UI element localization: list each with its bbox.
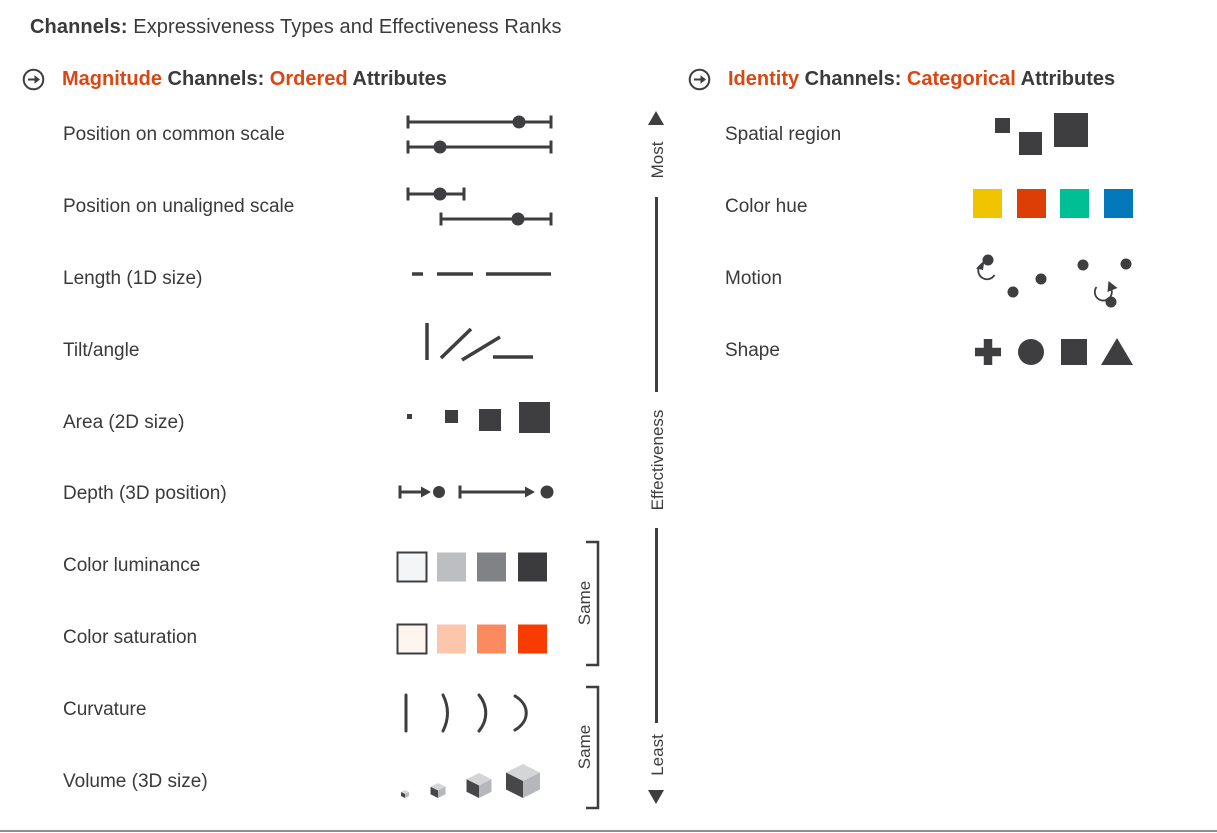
position-common-scale-glyph xyxy=(406,115,553,154)
luminance-swatch-4 xyxy=(518,552,547,582)
luminance-swatch-3 xyxy=(477,552,506,582)
magnitude-channels-word: Channels: xyxy=(162,68,270,90)
row-label-spatial-region: Spatial region xyxy=(725,124,842,145)
circle-right-arrow-icon xyxy=(688,68,711,97)
hue-swatch-blue xyxy=(1104,189,1133,218)
same-label-luminance-saturation: Same xyxy=(575,580,594,626)
position-unaligned-scale-glyph xyxy=(406,187,553,226)
area-glyph xyxy=(407,402,550,433)
luminance-swatch-2 xyxy=(437,552,466,582)
same-label-curvature-volume: Same xyxy=(575,724,594,770)
color-luminance-glyph xyxy=(396,551,547,583)
row-label-volume: Volume (3D size) xyxy=(63,771,208,792)
row-label-length: Length (1D size) xyxy=(63,268,203,289)
shape-glyph xyxy=(975,338,1133,365)
same-brackets xyxy=(586,540,600,810)
volume-glyph xyxy=(401,764,540,798)
identity-channels-word: Channels: xyxy=(799,68,907,90)
saturation-swatch-3 xyxy=(477,624,506,654)
title-rest: Expressiveness Types and Effectiveness R… xyxy=(127,16,562,38)
spatial-region-glyph xyxy=(995,113,1088,155)
row-label-depth: Depth (3D position) xyxy=(63,483,227,504)
axis-most-label: Most xyxy=(648,141,667,179)
curvature-glyph xyxy=(404,693,528,733)
saturation-swatch-4 xyxy=(518,624,547,654)
title-bold: Channels: xyxy=(30,16,128,38)
identity-word: Identity xyxy=(728,68,800,90)
axis-least-arrow xyxy=(648,790,664,804)
circle-right-arrow-icon xyxy=(22,68,45,97)
row-label-motion: Motion xyxy=(725,268,783,289)
identity-attributes-word: Attributes xyxy=(1015,68,1116,90)
circle-shape xyxy=(1018,339,1044,365)
magnitude-word: Magnitude xyxy=(62,68,162,90)
magnitude-attributes-word: Attributes xyxy=(347,68,447,90)
row-label-color-hue: Color hue xyxy=(725,196,808,217)
triangle-shape xyxy=(1101,338,1133,365)
tilt-angle-glyph xyxy=(425,323,533,362)
row-label-color-saturation: Color saturation xyxy=(63,627,198,648)
row-label-position-common-scale: Position on common scale xyxy=(63,124,285,145)
magnitude-header: Magnitude Channels: Ordered Attributes xyxy=(22,68,447,91)
color-hue-glyph xyxy=(973,189,1133,218)
axis-most-arrow xyxy=(648,111,664,125)
motion-glyph xyxy=(976,254,1132,308)
axis-least-label: Least xyxy=(648,734,667,776)
categorical-word: Categorical xyxy=(906,68,1016,90)
row-label-curvature: Curvature xyxy=(63,699,147,720)
depth-glyph xyxy=(398,485,554,499)
row-label-area: Area (2D size) xyxy=(63,412,185,433)
luminance-swatch-1 xyxy=(396,551,428,583)
saturation-swatch-2 xyxy=(437,624,466,654)
hue-swatch-orange xyxy=(1017,189,1046,218)
row-label-color-luminance: Color luminance xyxy=(63,555,201,576)
color-saturation-glyph xyxy=(396,623,547,655)
axis-line-lower xyxy=(655,528,658,723)
row-label-shape: Shape xyxy=(725,340,780,361)
length-glyph xyxy=(412,272,551,276)
plus-shape xyxy=(975,347,1001,357)
page-title: Channels: Expressiveness Types and Effec… xyxy=(30,16,562,39)
figure-bottom-border xyxy=(0,830,1217,832)
square-shape xyxy=(1061,339,1087,365)
row-label-position-unaligned-scale: Position on unaligned scale xyxy=(63,196,295,217)
row-label-tilt-angle: Tilt/angle xyxy=(63,340,140,361)
identity-header: Identity Channels: Categorical Attribute… xyxy=(688,68,1115,91)
axis-line-upper xyxy=(655,197,658,392)
hue-swatch-yellow xyxy=(973,189,1002,218)
axis-effectiveness-label: Effectiveness xyxy=(648,409,667,511)
ordered-word: Ordered xyxy=(269,68,348,90)
hue-swatch-green xyxy=(1060,189,1089,218)
saturation-swatch-1 xyxy=(396,623,428,655)
